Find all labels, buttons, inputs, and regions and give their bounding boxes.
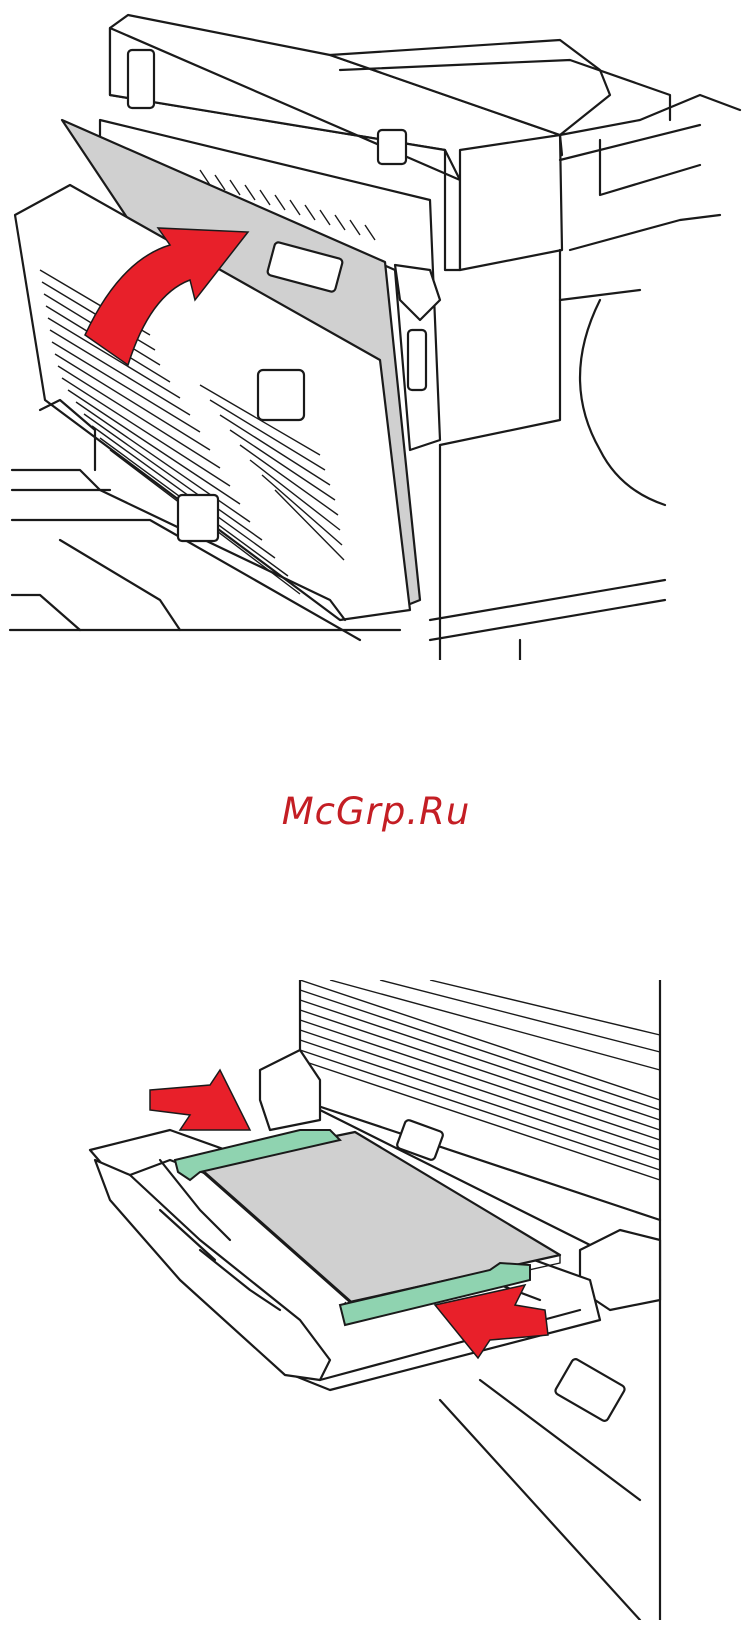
watermark-text: McGrp.Ru	[0, 790, 752, 833]
printer-door-illustration	[0, 0, 752, 660]
bypass-tray-illustration	[0, 980, 752, 1620]
guide-arrow-left	[150, 1070, 250, 1130]
